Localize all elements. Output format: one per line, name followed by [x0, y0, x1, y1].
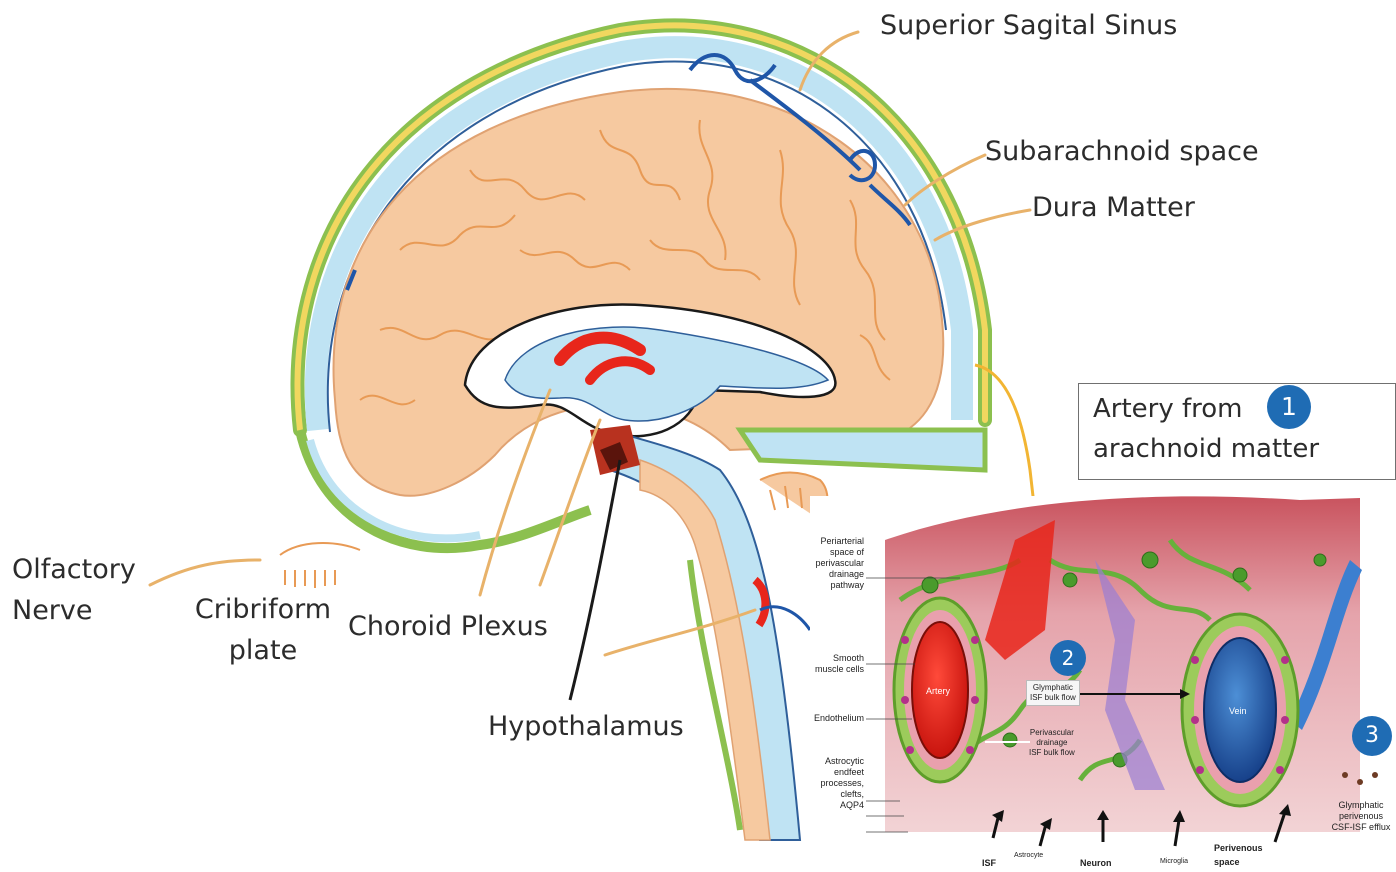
artery-callout-box: Artery from arachnoid matter — [1078, 383, 1396, 480]
badge-2: 2 — [1050, 640, 1086, 676]
smooth-l1: Smooth — [806, 653, 864, 664]
badge-3: 3 — [1352, 716, 1392, 756]
inset-label-microglia: Microglia — [1160, 856, 1188, 867]
periarterial-l2: space of — [812, 547, 864, 558]
glymphatic-l2: ISF bulk flow — [1030, 693, 1076, 703]
label-olfactory-nerve-line1: Olfactory — [12, 554, 136, 585]
periarterial-l4: drainage — [812, 569, 864, 580]
inset-label-perivascular-flow: Perivascular drainage ISF bulk flow — [1026, 726, 1078, 760]
cribriform-plate-drawing — [280, 543, 360, 588]
endothelium-l1: Endothelium — [806, 713, 864, 724]
perivascular-l2: drainage — [1029, 738, 1075, 748]
label-superior-sagital-sinus: Superior Sagital Sinus — [880, 10, 1177, 41]
astrocytic-l5: AQP4 — [806, 800, 864, 811]
periarterial-l5: pathway — [812, 580, 864, 591]
inset-label-perivenous-efflux: Glymphatic perivenous CSF-ISF efflux — [1326, 800, 1396, 833]
glymphatic-inset — [810, 496, 1396, 872]
badge-1: 1 — [1267, 385, 1311, 429]
inset-label-perivenous-line2: space — [1214, 857, 1240, 868]
inset-label-astrocytic: Astrocytic endfeet processes, clefts, AQ… — [806, 756, 864, 811]
inset-label-perivenous-line1: Perivenous — [1214, 843, 1263, 854]
inset-label-vein: Vein — [1229, 706, 1247, 717]
label-subarachnoid-space: Subarachnoid space — [985, 136, 1259, 167]
label-cribriform-line2: plate — [193, 635, 333, 666]
hypothalamus-line — [570, 460, 620, 700]
periarterial-l1: Periarterial — [812, 536, 864, 547]
glymphatic-l1: Glymphatic — [1030, 683, 1076, 693]
perivascular-l3: ISF bulk flow — [1029, 748, 1075, 758]
artery-callout-line2: arachnoid matter — [1093, 434, 1319, 464]
inset-label-glymphatic-flow: Glymphatic ISF bulk flow — [1026, 680, 1080, 706]
periarterial-l3: perivascular — [812, 558, 864, 569]
label-dura-matter: Dura Matter — [1032, 192, 1195, 223]
label-cribriform-line1: Cribriform — [193, 594, 333, 625]
smooth-l2: muscle cells — [806, 664, 864, 675]
astrocytic-l1: Astrocytic — [806, 756, 864, 767]
label-hypothalamus: Hypothalamus — [488, 711, 684, 742]
astrocytic-l3: processes, — [806, 778, 864, 789]
astrocytic-l2: endfeet — [806, 767, 864, 778]
efflux-l1: Glymphatic — [1326, 800, 1396, 811]
inset-label-neuron: Neuron — [1080, 858, 1112, 869]
efflux-l3: CSF-ISF efflux — [1326, 822, 1396, 833]
astrocytic-l4: clefts, — [806, 789, 864, 800]
inset-label-astrocyte: Astrocyte — [1014, 850, 1043, 861]
efflux-l2: perivenous — [1326, 811, 1396, 822]
inset-label-smooth-muscle: Smooth muscle cells — [806, 653, 864, 675]
perivascular-l1: Perivascular — [1029, 728, 1075, 738]
artery-callout-line1: Artery from — [1093, 394, 1243, 424]
inset-label-isf: ISF — [982, 858, 996, 869]
inset-label-periarterial: Periarterial space of perivascular drain… — [812, 536, 864, 591]
inset-label-endothelium: Endothelium — [806, 713, 864, 724]
inset-label-artery: Artery — [926, 686, 950, 697]
label-choroid-plexus: Choroid Plexus — [348, 611, 548, 642]
label-olfactory-nerve-line2: Nerve — [12, 595, 93, 626]
